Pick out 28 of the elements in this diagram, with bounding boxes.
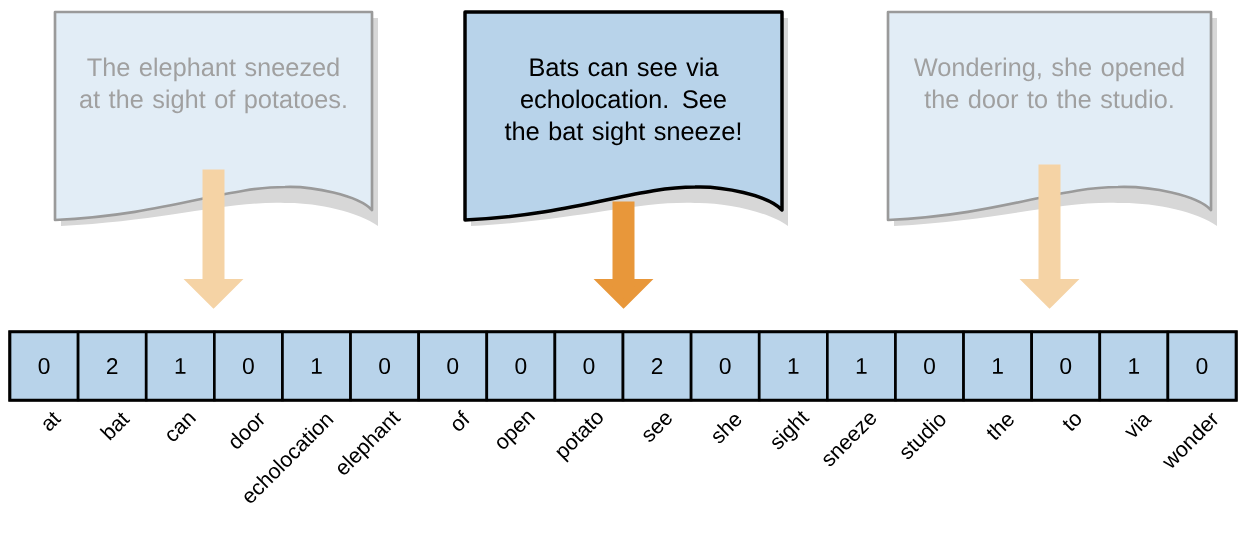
- word-label: of: [452, 409, 470, 431]
- word-label: see: [643, 413, 672, 442]
- vector-cell: 0: [8, 330, 80, 402]
- vector-cell: 0: [1030, 330, 1102, 402]
- vector-cell: 1: [1098, 330, 1170, 402]
- word-label: can: [167, 413, 197, 442]
- word-label: to: [1062, 414, 1081, 431]
- word-label: bat: [99, 412, 131, 441]
- vector-bar: [8, 330, 1238, 402]
- vector-cell: 0: [213, 330, 284, 402]
- vector-cell: 0: [485, 330, 557, 402]
- vector-cell: 1: [826, 330, 897, 402]
- vector-cell: 1: [144, 330, 216, 402]
- vector-cell: 1: [281, 330, 352, 402]
- vector-cell: 1: [757, 330, 829, 402]
- vector-cell: 0: [689, 330, 761, 402]
- vector-cell: 0: [349, 330, 420, 402]
- vector-cell: 0: [894, 330, 965, 402]
- word-label: the: [986, 415, 1014, 440]
- vector-cell: 2: [76, 330, 148, 402]
- word-label: at: [43, 411, 62, 431]
- vector-cell: 1: [962, 330, 1033, 402]
- word-label: she: [713, 415, 742, 444]
- vector-cell: 0: [417, 330, 489, 402]
- vector-cell: 2: [621, 330, 693, 402]
- vector-cell: 0: [553, 330, 625, 402]
- vector-cell: 0: [1166, 330, 1238, 402]
- word-label: via: [1124, 415, 1153, 437]
